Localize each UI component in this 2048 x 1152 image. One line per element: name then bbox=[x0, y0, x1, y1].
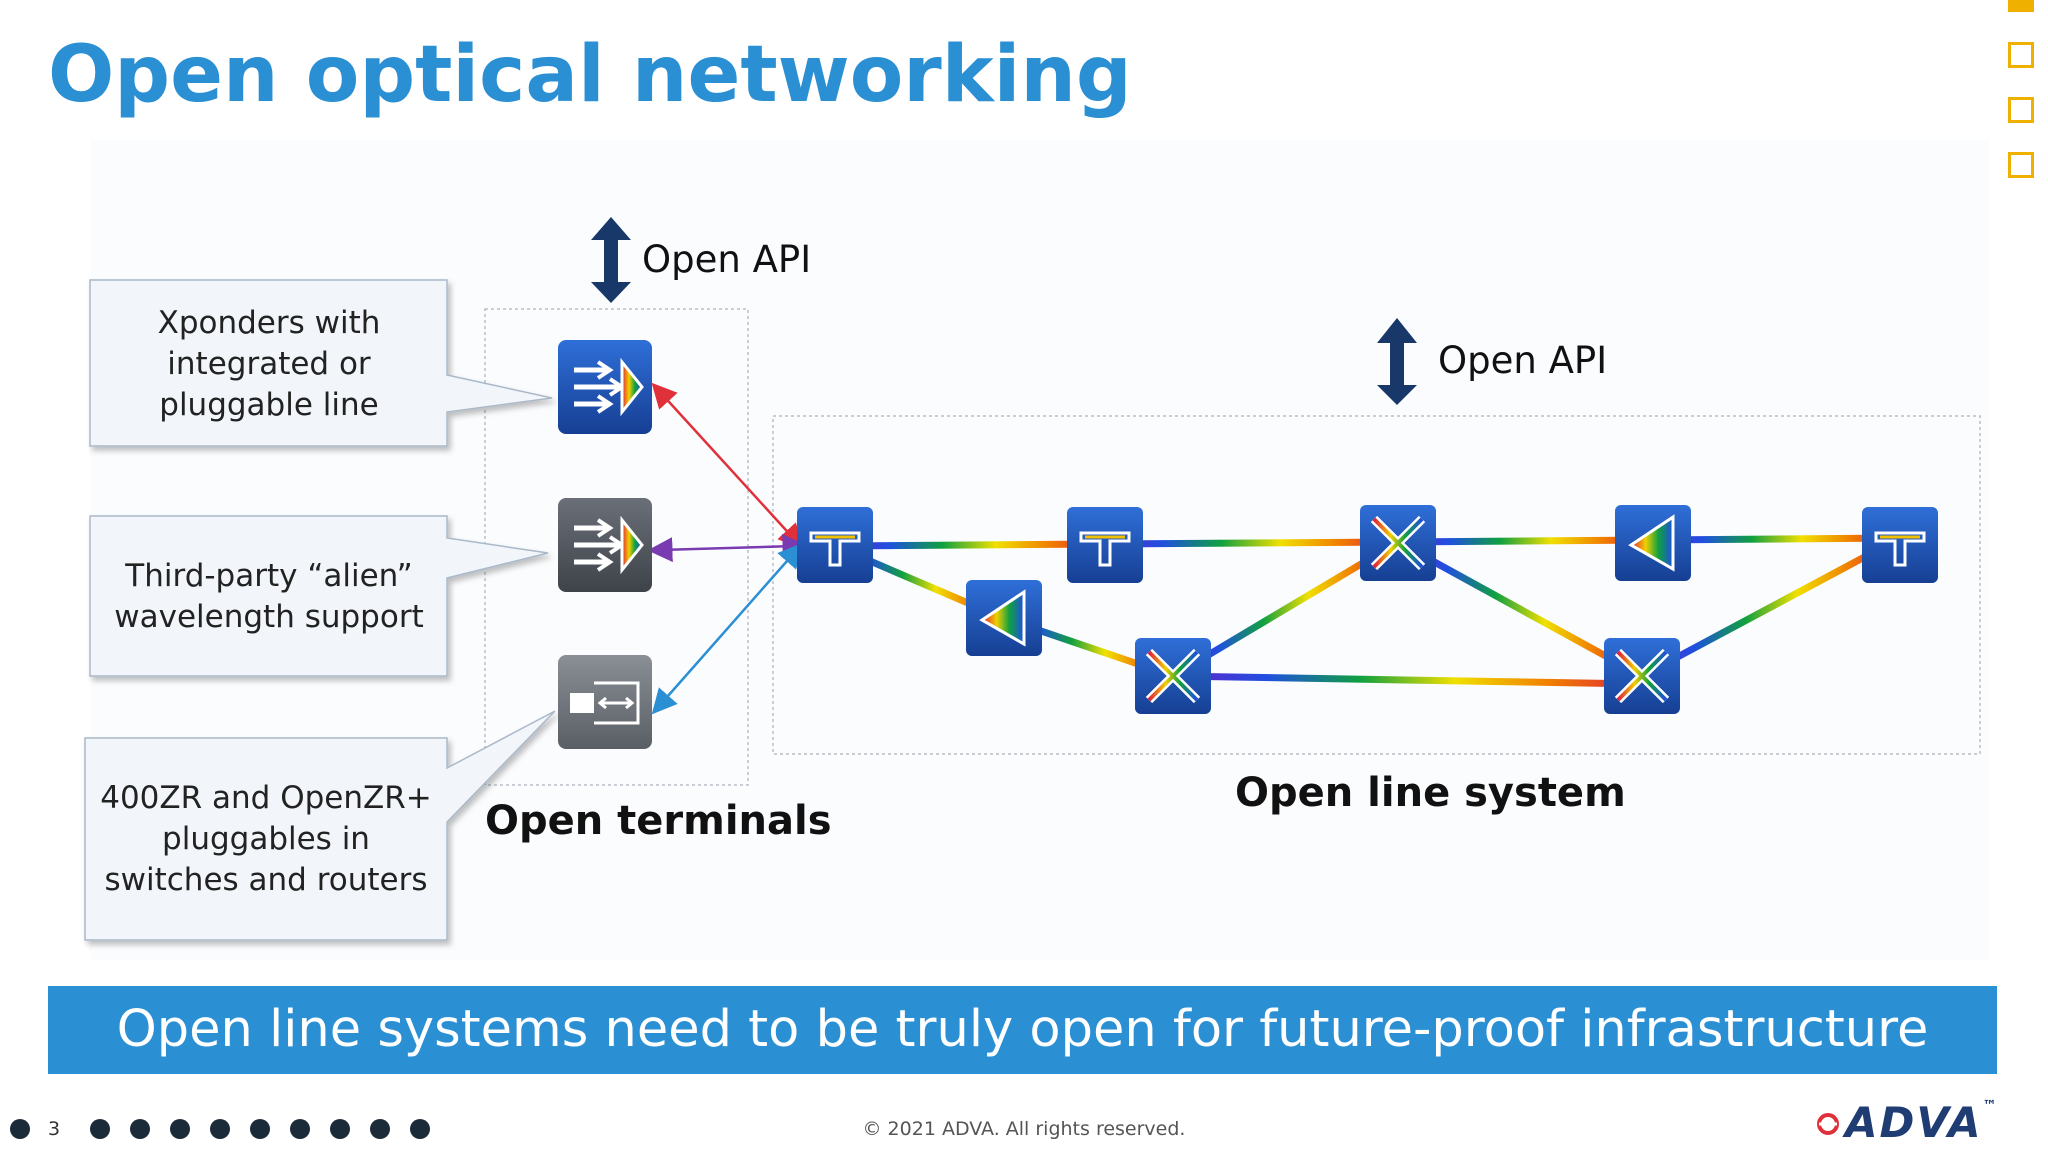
link-pluggable bbox=[651, 542, 804, 715]
logo-trademark: ™ bbox=[1982, 1098, 1999, 1114]
slide-dot[interactable] bbox=[130, 1119, 150, 1139]
open-api-arrow-right bbox=[1377, 318, 1417, 405]
open-api-label-left: Open API bbox=[642, 238, 812, 281]
copyright: © 2021 ADVA. All rights reserved. bbox=[862, 1118, 1186, 1140]
callout-line: 400ZR and OpenZR+ pluggables in switches… bbox=[100, 780, 432, 898]
alien-xponder-icon bbox=[558, 498, 652, 592]
slide-dot[interactable] bbox=[250, 1119, 270, 1139]
adva-logo-icon bbox=[1817, 1113, 1839, 1135]
callout-line: Xponders with integrated or pluggable li… bbox=[157, 305, 381, 423]
nav-square[interactable] bbox=[2008, 97, 2034, 123]
open-line-system-box bbox=[772, 415, 1981, 755]
terminal-node-icon bbox=[1067, 507, 1143, 583]
callout-alien-text: Third-party “alien” wavelength support bbox=[96, 556, 442, 638]
roadm-node-icon bbox=[1360, 505, 1436, 581]
callout-alien bbox=[89, 515, 549, 677]
xponder-icon bbox=[558, 340, 652, 434]
link-xponder bbox=[651, 382, 804, 550]
banner-text: Open line systems need to be truly open … bbox=[116, 1000, 1929, 1059]
slide-dot[interactable] bbox=[330, 1119, 350, 1139]
open-api-label-right: Open API bbox=[1438, 339, 1608, 382]
callout-xponders bbox=[89, 279, 553, 447]
logo-text: ADVA bbox=[1845, 1098, 1983, 1147]
slide-dot[interactable] bbox=[210, 1119, 230, 1139]
callout-pluggables bbox=[84, 710, 556, 941]
open-line-system-label: Open line system bbox=[1235, 770, 1626, 816]
roadm-node-icon bbox=[1135, 638, 1211, 714]
slide-dot[interactable] bbox=[90, 1119, 110, 1139]
slide-dot[interactable] bbox=[290, 1119, 310, 1139]
slide-dot[interactable] bbox=[410, 1119, 430, 1139]
page-number: 3 bbox=[48, 1118, 61, 1140]
page-title: Open optical networking bbox=[48, 30, 1132, 120]
slide-dot[interactable] bbox=[370, 1119, 390, 1139]
slide-dot[interactable] bbox=[170, 1119, 190, 1139]
open-terminals-label: Open terminals bbox=[485, 798, 832, 844]
pluggable-icon bbox=[558, 655, 652, 749]
callout-line: Third-party “alien” wavelength support bbox=[114, 558, 424, 635]
roadm-node-icon bbox=[1604, 638, 1680, 714]
slide-dot[interactable] bbox=[10, 1119, 30, 1139]
amplifier-node-icon bbox=[1615, 505, 1691, 581]
callout-pluggables-text: 400ZR and OpenZR+ pluggables in switches… bbox=[90, 778, 442, 901]
callout-xponders-text: Xponders with integrated or pluggable li… bbox=[96, 303, 442, 426]
nav-square[interactable] bbox=[2008, 42, 2034, 68]
amplifier-node-icon bbox=[966, 580, 1042, 656]
nav-square[interactable] bbox=[2008, 152, 2034, 178]
key-message-banner: Open line systems need to be truly open … bbox=[48, 986, 1997, 1074]
open-api-arrow-left bbox=[591, 217, 631, 303]
nav-square-active[interactable] bbox=[2008, 0, 2034, 12]
adva-logo: ADVA™ bbox=[1845, 1098, 1999, 1147]
terminal-node-icon bbox=[797, 507, 873, 583]
terminal-node-icon bbox=[1862, 507, 1938, 583]
